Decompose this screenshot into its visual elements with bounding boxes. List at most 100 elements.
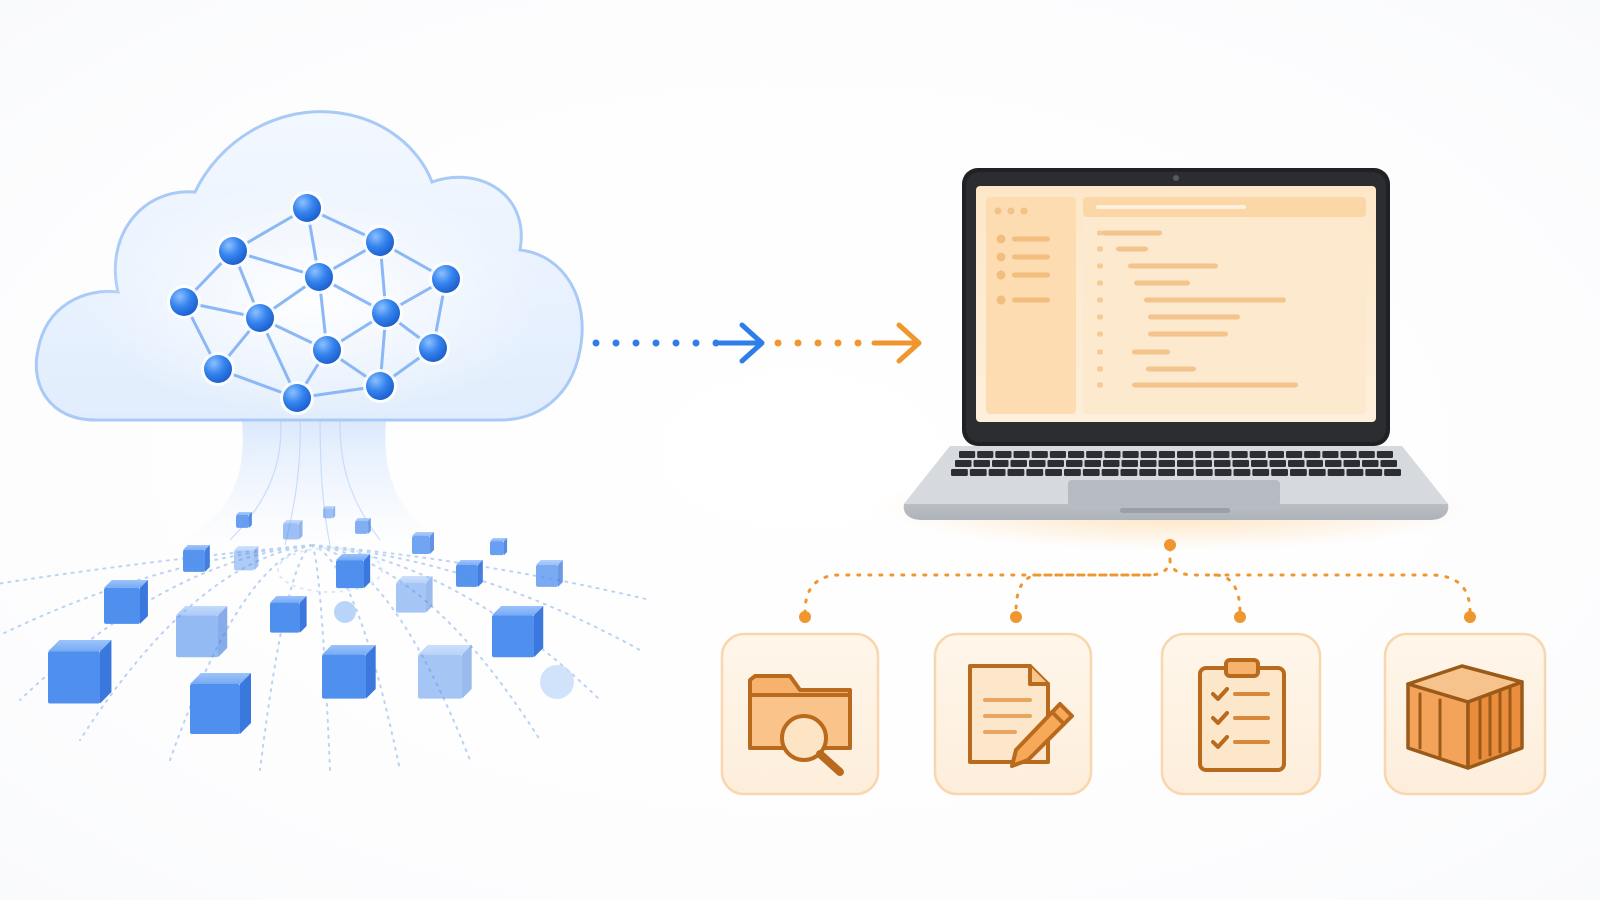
data-ray — [0, 544, 313, 637]
keyboard-key — [1120, 469, 1138, 476]
keyboard-key — [973, 460, 990, 467]
laptop — [875, 168, 1475, 550]
keyboard-key — [1013, 451, 1030, 458]
arrow-head-orange — [871, 322, 922, 364]
keyboard-key — [1214, 460, 1231, 467]
code-line — [1148, 314, 1240, 320]
tool-tile-document-edit — [933, 632, 1093, 796]
keyboard-key — [1158, 451, 1175, 458]
network-node — [313, 336, 341, 364]
sidebar-line — [1012, 297, 1050, 303]
network-node — [246, 304, 274, 332]
data-cube — [48, 640, 112, 704]
data-ray — [0, 544, 313, 585]
keyboard-key — [1269, 460, 1286, 467]
data-cube — [234, 546, 259, 571]
data-ray — [311, 544, 471, 761]
network-node — [283, 384, 311, 412]
data-cube — [322, 645, 376, 699]
data-cube — [104, 580, 148, 624]
keyboard-key — [1139, 469, 1157, 476]
keyboard-key — [1049, 451, 1066, 458]
network-node — [419, 334, 447, 362]
keyboard-key — [1140, 451, 1157, 458]
keyboard-key — [1140, 460, 1157, 467]
keyboard-key — [1343, 460, 1360, 467]
keyboard-key — [1195, 469, 1213, 476]
network-node — [372, 299, 400, 327]
keyboard-key — [1029, 460, 1046, 467]
line-number — [1097, 230, 1103, 236]
data-cube — [492, 606, 544, 658]
keyboard-key — [992, 460, 1009, 467]
arrow-dots-orange — [774, 339, 862, 347]
data-ray — [169, 544, 313, 761]
sidebar-bullet — [996, 234, 1006, 244]
keyboard-key — [1308, 469, 1326, 476]
arrow-head-blue — [717, 322, 765, 364]
keyboard-key — [1158, 469, 1175, 476]
data-cube — [456, 560, 483, 587]
keyboard-key — [1249, 451, 1266, 458]
keyboard-key — [1358, 451, 1375, 458]
keyboard-key — [1101, 469, 1119, 476]
code-lines — [1097, 230, 1298, 388]
tool-tile-clipboard-checklist — [1160, 632, 1322, 796]
code-line — [1132, 349, 1170, 355]
data-cube — [490, 538, 508, 556]
network-node — [293, 194, 321, 222]
line-number — [1097, 246, 1103, 252]
code-line — [1128, 263, 1218, 269]
keyboard-key — [988, 469, 1006, 476]
sidebar-line — [1012, 236, 1050, 242]
editor-sidebar — [986, 197, 1076, 414]
keyboard-key — [1213, 451, 1230, 458]
data-cube — [418, 645, 472, 699]
stem-base-ring — [277, 547, 383, 593]
keyboard — [951, 451, 1401, 476]
keyboard-key — [1365, 469, 1383, 476]
connector-nodes — [799, 539, 1476, 623]
data-cube — [355, 518, 371, 534]
tool-connectors — [803, 546, 1472, 614]
keyboard-key — [1010, 460, 1027, 467]
arrow-dots-blue — [592, 339, 720, 347]
code-line — [1146, 366, 1196, 372]
network-node — [204, 355, 232, 383]
keyboard-key — [1195, 460, 1212, 467]
keyboard-key — [1233, 469, 1251, 476]
network-node — [432, 265, 460, 293]
data-cube — [176, 606, 228, 658]
sidebar-bullet — [996, 295, 1006, 305]
code-line — [1134, 280, 1190, 286]
network-nodes — [167, 191, 463, 415]
keyboard-key — [955, 460, 972, 467]
keyboard-key — [1325, 460, 1342, 467]
line-number — [1097, 297, 1103, 303]
cloud-stem — [175, 405, 450, 545]
keyboard-key — [1103, 460, 1120, 467]
keyboard-key — [1104, 451, 1121, 458]
sidebar-bullet — [996, 252, 1006, 262]
keyboard-key — [1026, 469, 1044, 476]
tool-tile-container — [1383, 632, 1547, 796]
keyboard-key — [1346, 469, 1364, 476]
keyboard-key — [1158, 460, 1175, 467]
line-number — [1097, 382, 1103, 388]
sidebar-line — [1012, 254, 1050, 260]
network-node — [366, 372, 394, 400]
keyboard-key — [1177, 469, 1194, 476]
container-box-icon — [1406, 664, 1524, 770]
keyboard-key — [1327, 469, 1345, 476]
line-number — [1097, 366, 1103, 372]
keyboard-key — [1306, 460, 1323, 467]
code-line — [1132, 382, 1298, 388]
network-node — [366, 228, 394, 256]
document-edit-icon — [968, 664, 1074, 768]
network-node — [170, 288, 198, 316]
keyboard-key — [1047, 460, 1064, 467]
keyboard-key — [1322, 451, 1339, 458]
data-ray — [311, 544, 401, 771]
data-sphere — [540, 665, 574, 699]
